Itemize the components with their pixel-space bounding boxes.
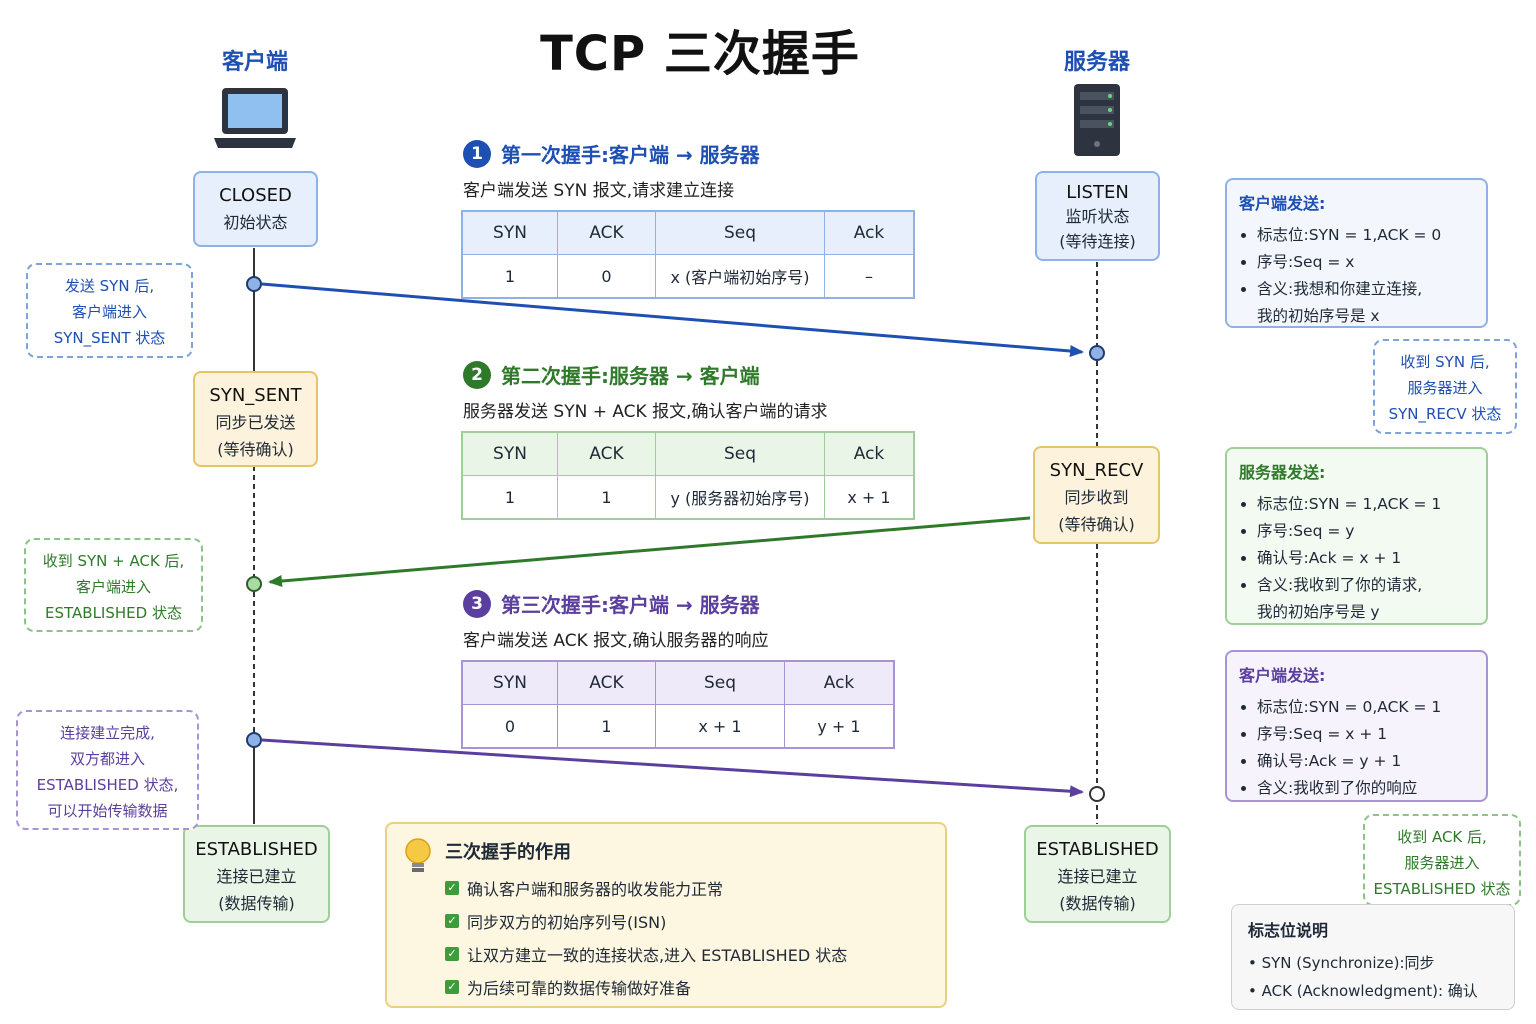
list-item: • ACK (Acknowledgment): 确认	[1248, 982, 1478, 1000]
server-state-established: ESTABLISHED 连接已建立 (数据传输)	[1024, 825, 1171, 923]
step1-desc: 客户端发送 SYN 报文,请求建立连接	[463, 181, 735, 201]
list-item: 含义:我收到了你的响应	[1257, 775, 1474, 802]
summary-list: ✓确认客户端和服务器的收发能力正常 ✓同步双方的初始序列号(ISN) ✓让双方建…	[445, 871, 847, 1003]
info-box-step3: 客户端发送: 标志位:SYN = 0,ACK = 1 序号:Seq = x + …	[1225, 650, 1488, 802]
list-item: 含义:我收到了你的请求, 我的初始序号是 y	[1257, 572, 1474, 626]
checkbox-icon: ✓	[445, 913, 459, 928]
arrow-syn-ack	[268, 516, 1031, 587]
list-item: 确认号:Ack = y + 1	[1257, 748, 1474, 775]
step1-badge: 1	[463, 139, 491, 168]
list-item: 序号:Seq = x + 1	[1257, 721, 1474, 748]
arrow-syn	[261, 282, 1084, 357]
info-box-step2: 服务器发送: 标志位:SYN = 1,ACK = 1 序号:Seq = y 确认…	[1225, 447, 1488, 625]
event-dot	[246, 576, 262, 592]
laptop-icon	[214, 88, 296, 148]
event-dot	[246, 276, 262, 292]
arrow-ack	[261, 738, 1084, 798]
list-item: 确认号:Ack = x + 1	[1257, 545, 1474, 572]
info-box-step1: 客户端发送: 标志位:SYN = 1,ACK = 0 序号:Seq = x 含义…	[1225, 178, 1488, 328]
list-item: ✓同步双方的初始序列号(ISN)	[445, 904, 847, 937]
step2-badge: 2	[463, 360, 491, 389]
step2-heading: 2 第二次握手:服务器 → 客户端	[463, 360, 760, 389]
legend-heading: 标志位说明	[1248, 921, 1329, 940]
list-item: 标志位:SYN = 0,ACK = 1	[1257, 694, 1474, 721]
list-item: ✓让双方建立一致的连接状态,进入 ESTABLISHED 状态	[445, 937, 847, 970]
step1-title: 第一次握手:客户端 → 服务器	[501, 143, 760, 167]
client-state-syn-sent: SYN_SENT 同步已发送 (等待确认)	[193, 371, 318, 467]
flag-legend: 标志位说明 • SYN (Synchronize):同步 • ACK (Ackn…	[1231, 904, 1515, 1010]
event-dot	[1089, 786, 1105, 802]
step1-heading: 1 第一次握手:客户端 → 服务器	[463, 139, 760, 168]
list-item: ✓确认客户端和服务器的收发能力正常	[445, 871, 847, 904]
summary-box: 三次握手的作用 ✓确认客户端和服务器的收发能力正常 ✓同步双方的初始序列号(IS…	[385, 822, 947, 1008]
checkbox-icon: ✓	[445, 979, 459, 994]
lightbulb-icon	[405, 838, 431, 872]
checkbox-icon: ✓	[445, 946, 459, 961]
step3-badge: 3	[463, 589, 491, 618]
client-state-established: ESTABLISHED 连接已建立 (数据传输)	[183, 825, 330, 923]
step2-desc: 服务器发送 SYN + ACK 报文,确认客户端的请求	[463, 402, 828, 422]
list-item: 标志位:SYN = 1,ACK = 0	[1257, 222, 1474, 249]
event-dot	[246, 732, 262, 748]
server-state-listen: LISTEN 监听状态 (等待连接)	[1035, 171, 1160, 261]
step3-heading: 3 第三次握手:客户端 → 服务器	[463, 589, 760, 618]
list-item: 标志位:SYN = 1,ACK = 1	[1257, 491, 1474, 518]
event-dot	[1089, 345, 1105, 361]
checkbox-icon: ✓	[445, 880, 459, 895]
list-item: 含义:我想和你建立连接, 我的初始序号是 x	[1257, 276, 1474, 330]
list-item: ✓为后续可靠的数据传输做好准备	[445, 970, 847, 1003]
server-state-syn-recv: SYN_RECV 同步收到 (等待确认)	[1033, 446, 1160, 544]
step3-title: 第三次握手:客户端 → 服务器	[501, 593, 760, 617]
list-item: 序号:Seq = x	[1257, 249, 1474, 276]
list-item: 序号:Seq = y	[1257, 518, 1474, 545]
server-label: 服务器	[1063, 50, 1130, 75]
step3-desc: 客户端发送 ACK 报文,确认服务器的响应	[463, 631, 769, 651]
step2-title: 第二次握手:服务器 → 客户端	[501, 364, 760, 388]
page-title: TCP 三次握手	[540, 26, 860, 82]
client-label: 客户端	[221, 50, 288, 75]
server-icon	[1074, 84, 1120, 156]
list-item: • SYN (Synchronize):同步	[1248, 954, 1435, 972]
summary-heading: 三次握手的作用	[445, 842, 571, 863]
client-state-closed: CLOSED 初始状态	[193, 171, 318, 247]
